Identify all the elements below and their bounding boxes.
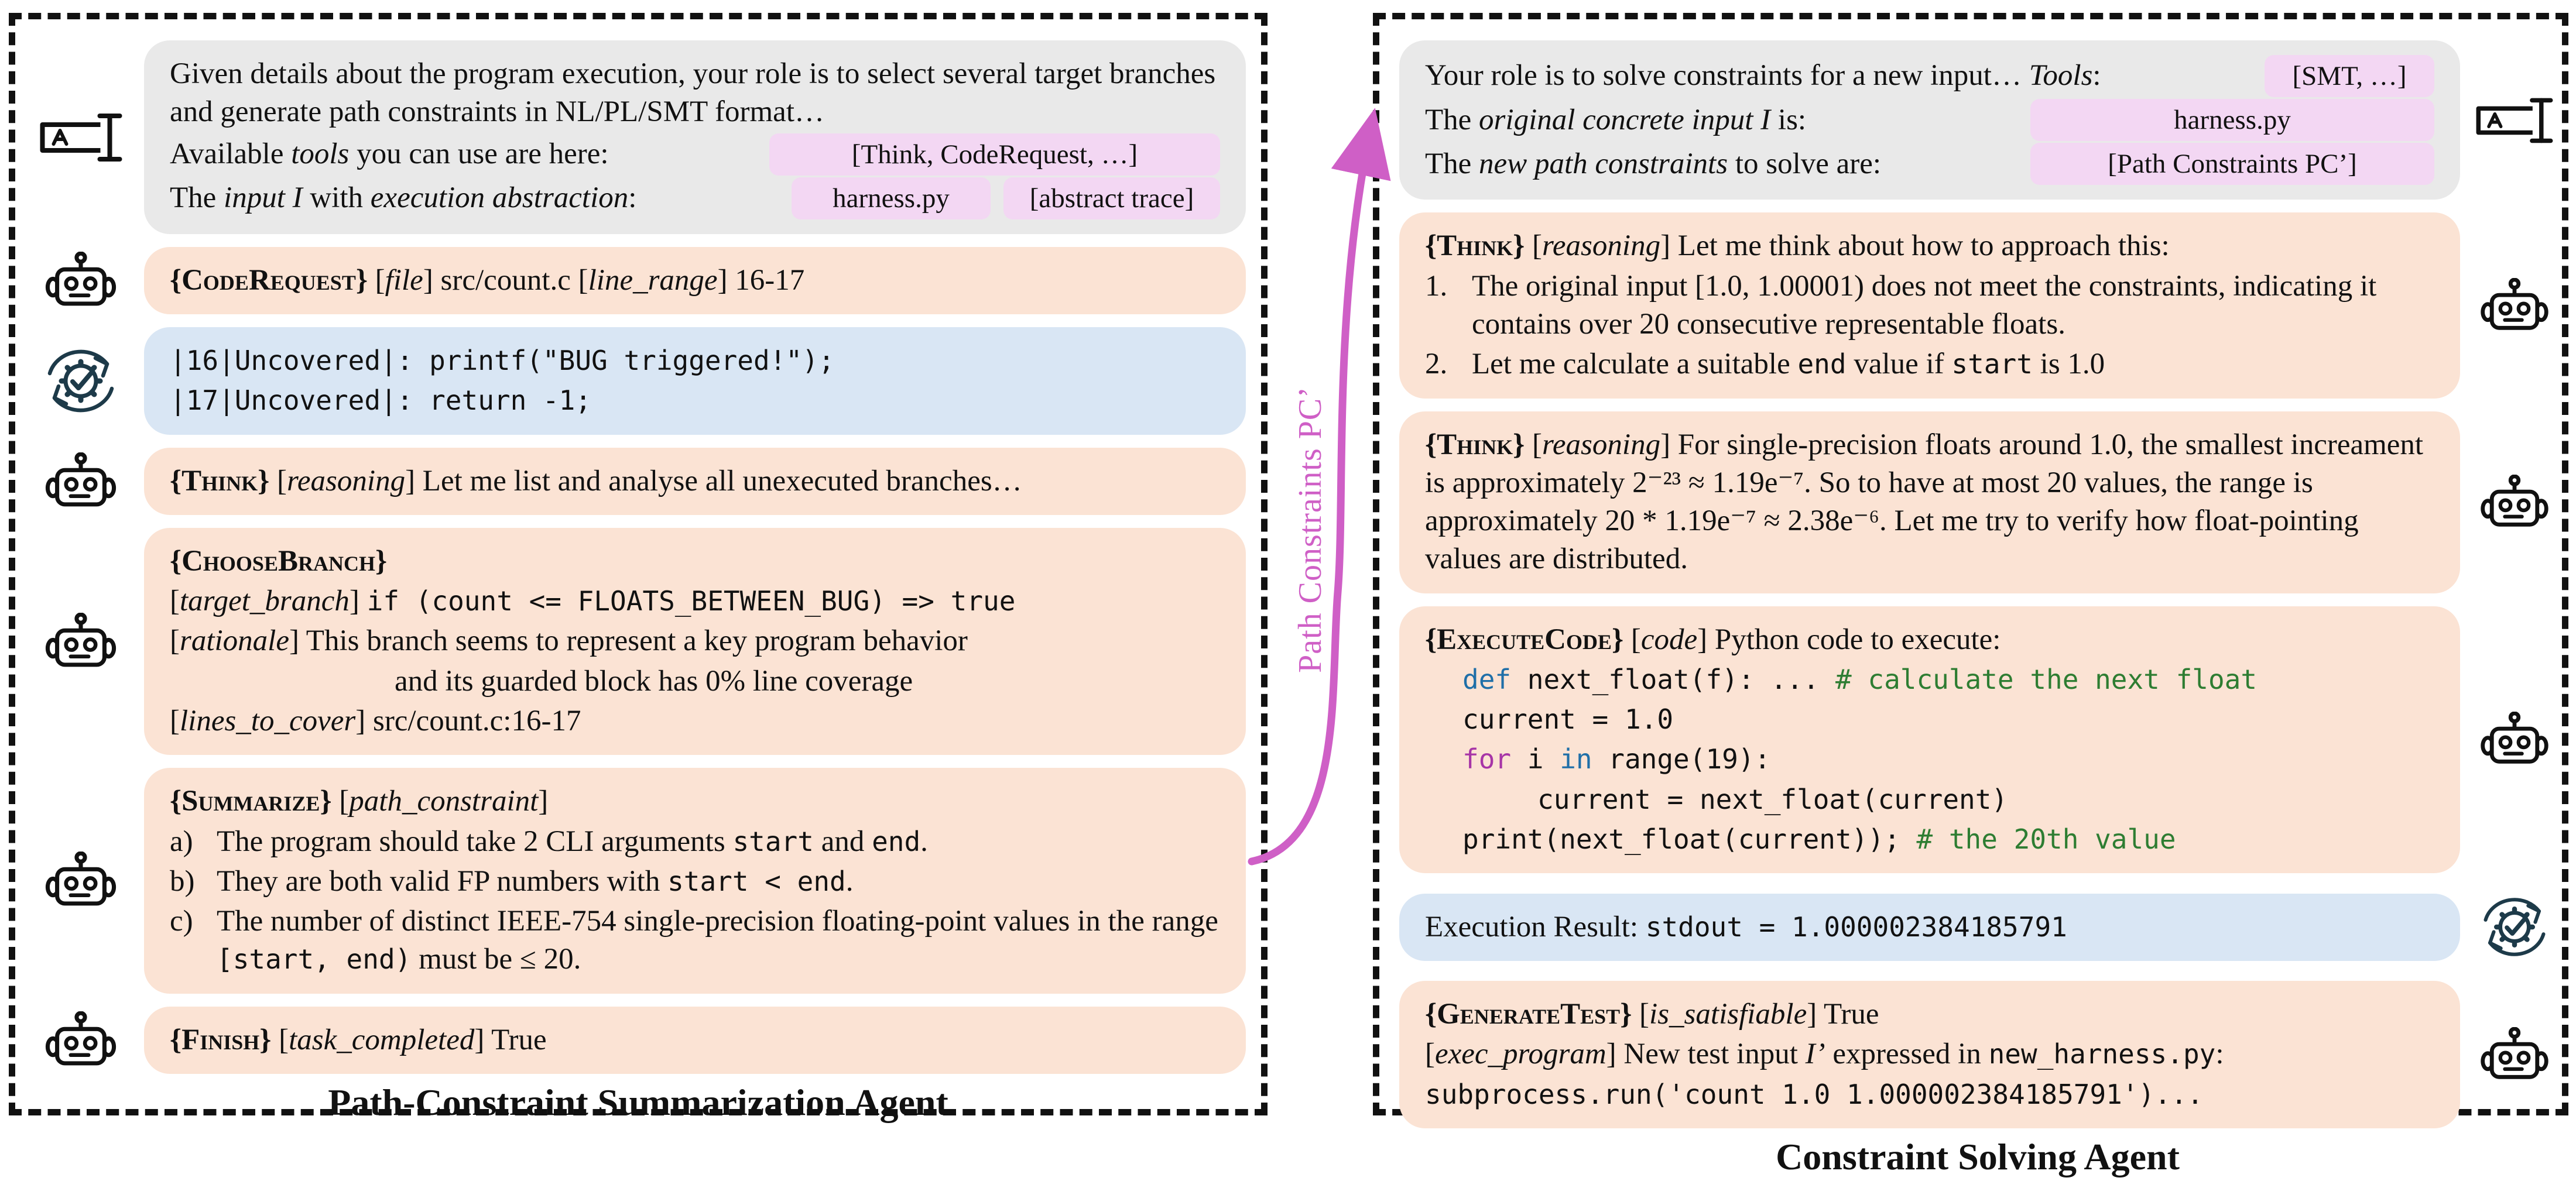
highlight-tag: [Think, CodeRequest, …] [769, 133, 1220, 176]
highlight-tag: [abstract trace] [1003, 177, 1220, 219]
message-think-1: {Think} [reasoning] Let me think about h… [1399, 212, 2556, 399]
message-list: Your role is to solve constraints for a … [1399, 40, 2556, 1128]
list-bullet: b) [170, 864, 195, 898]
text-line: def next_float(f): ... # calculate the n… [1462, 663, 2258, 695]
message-think-2: {Think} [reasoning] For single-precision… [1399, 411, 2556, 593]
robot-icon [2473, 278, 2556, 334]
text-line: and its guarded block has 0% line covera… [395, 664, 913, 698]
text-line: {ExecuteCode} [code] Python code to exec… [1425, 623, 2001, 656]
list-bullet: c) [170, 905, 193, 938]
text-line: {Think} [reasoning] Let me think about h… [1425, 229, 2170, 263]
text-line: {GenerateTest} [is_satisfiable] True [1425, 998, 1879, 1031]
robot-icon [2473, 1027, 2556, 1083]
list-bullet: 1. [1425, 269, 1448, 303]
gear-sync-icon [30, 337, 131, 425]
think-bubble: {Think} [reasoning] Let me think about h… [1399, 212, 2460, 399]
text-line: [exec_program] New test input I’ express… [1425, 1038, 2224, 1071]
list-bullet: a) [170, 825, 193, 858]
generate-test-bubble: {GenerateTest} [is_satisfiable] True [exe… [1399, 981, 2460, 1128]
message-execution-result: Execution Result: stdout = 1.00000238418… [1399, 886, 2556, 968]
highlight-tag: [SMT, …] [2265, 55, 2434, 98]
message-code-request: {CodeRequest} [file] src/count.c [line_r… [30, 246, 1246, 315]
text-line: current = next_float(current) [1537, 783, 2008, 815]
text-line: [lines_to_cover] src/count.c:16-17 [170, 704, 581, 737]
text-line: |16|Uncovered|: printf("BUG triggered!")… [170, 345, 835, 377]
message-list: Given details about the program executio… [30, 40, 1246, 1074]
solving-agent-panel: Your role is to solve constraints for a … [1373, 13, 2568, 1177]
execute-code-bubble: {ExecuteCode} [code] Python code to exec… [1399, 606, 2460, 874]
text-line: {ChooseBranch} [170, 544, 388, 578]
text-line: The input I with execution abstraction:h… [170, 177, 1220, 219]
arrow-label: Path Constraints PC’ [1292, 386, 1328, 673]
summarize-bubble: {Summarize} [path_constraint] a)The progr… [144, 768, 1246, 994]
system-prompt-bubble: Your role is to solve constraints for a … [1399, 40, 2460, 200]
message-choose-branch: {ChooseBranch} [target_branch] if (count … [30, 527, 1246, 756]
text-line: Given details about the program executio… [170, 57, 1216, 129]
text-line: 1.The original input [1.0, 1.00001) does… [1425, 267, 2434, 344]
execution-result-bubble: Execution Result: stdout = 1.00000238418… [1399, 893, 2460, 961]
text-line: for i in range(19): [1462, 743, 1771, 775]
robot-icon [30, 452, 131, 510]
system-prompt-bubble: Given details about the program executio… [144, 40, 1246, 234]
text-line: {CodeRequest} [file] src/count.c [line_r… [170, 263, 805, 297]
text-line: current = 1.0 [1462, 703, 1674, 736]
text-line: Execution Result: stdout = 1.00000238418… [1425, 910, 2067, 943]
think-bubble: {Think} [reasoning] For single-precision… [1399, 411, 2460, 593]
message-think: {Think} [reasoning] Let me list and anal… [30, 447, 1246, 515]
message-summarize: {Summarize} [path_constraint] a)The progr… [30, 768, 1246, 994]
robot-icon [30, 1011, 131, 1069]
list-bullet: 2. [1425, 348, 1448, 381]
message-execution-output: |16|Uncovered|: printf("BUG triggered!")… [30, 327, 1246, 435]
execution-output-bubble: |16|Uncovered|: printf("BUG triggered!")… [144, 327, 1246, 435]
highlight-tag: harness.py [792, 177, 991, 219]
choose-branch-bubble: {ChooseBranch} [target_branch] if (count … [144, 527, 1246, 756]
text-input-icon [2473, 95, 2556, 145]
think-bubble: {Think} [reasoning] Let me list and anal… [144, 447, 1246, 515]
message-system-prompt: Given details about the program executio… [30, 40, 1246, 234]
highlight-tag: [Path Constraints PC’] [2030, 143, 2434, 186]
text-line: |17|Uncovered|: return -1; [170, 384, 592, 417]
text-line: subprocess.run('count 1.0 1.000002384185… [1425, 1078, 2204, 1110]
text-line: {Think} [reasoning] Let me list and anal… [170, 464, 1022, 497]
robot-icon [30, 613, 131, 671]
text-line: c)The number of distinct IEEE-754 single… [170, 902, 1220, 979]
robot-icon [2473, 712, 2556, 767]
summarization-agent-panel: Given details about the program executio… [9, 13, 1268, 1123]
text-line: [rationale] This branch seems to represe… [170, 624, 968, 658]
text-line: {Finish} [task_completed] True [170, 1023, 547, 1056]
finish-bubble: {Finish} [task_completed] True [144, 1006, 1246, 1074]
text-line: The original concrete input I is:harness… [1425, 99, 2434, 142]
message-execute-code: {ExecuteCode} [code] Python code to exec… [1399, 606, 2556, 874]
text-line: {Think} [reasoning] For single-precision… [1425, 428, 2424, 576]
gear-sync-icon [2473, 886, 2556, 968]
message-generate-test: {GenerateTest} [is_satisfiable] True [exe… [1399, 981, 2556, 1128]
text-line: print(next_float(current)); # the 20th v… [1462, 823, 2176, 855]
text-line: a)The program should take 2 CLI argument… [170, 823, 1220, 861]
text-line: [target_branch] if (count <= FLOATS_BETW… [170, 585, 1016, 618]
text-input-icon [30, 110, 131, 164]
highlight-tag: harness.py [2030, 99, 2434, 142]
message-system-prompt: Your role is to solve constraints for a … [1399, 40, 2556, 200]
panel-caption: Path-Constraint Summarization Agent [328, 1081, 948, 1123]
robot-icon [30, 852, 131, 909]
message-finish: {Finish} [task_completed] True [30, 1006, 1246, 1074]
code-request-bubble: {CodeRequest} [file] src/count.c [line_r… [144, 246, 1246, 315]
text-line: {Summarize} [path_constraint] [170, 785, 549, 818]
text-line: 2.Let me calculate a suitable end value … [1425, 345, 2434, 383]
text-line: The new path constraints to solve are:[P… [1425, 143, 2434, 186]
text-line: Available tools you can use are here:[Th… [170, 133, 1220, 176]
robot-icon [30, 252, 131, 310]
panel-caption: Constraint Solving Agent [1776, 1135, 2180, 1177]
text-line: b)They are both valid FP numbers with st… [170, 863, 1220, 901]
robot-icon [2473, 475, 2556, 530]
text-line: Your role is to solve constraints for a … [1425, 55, 2434, 98]
